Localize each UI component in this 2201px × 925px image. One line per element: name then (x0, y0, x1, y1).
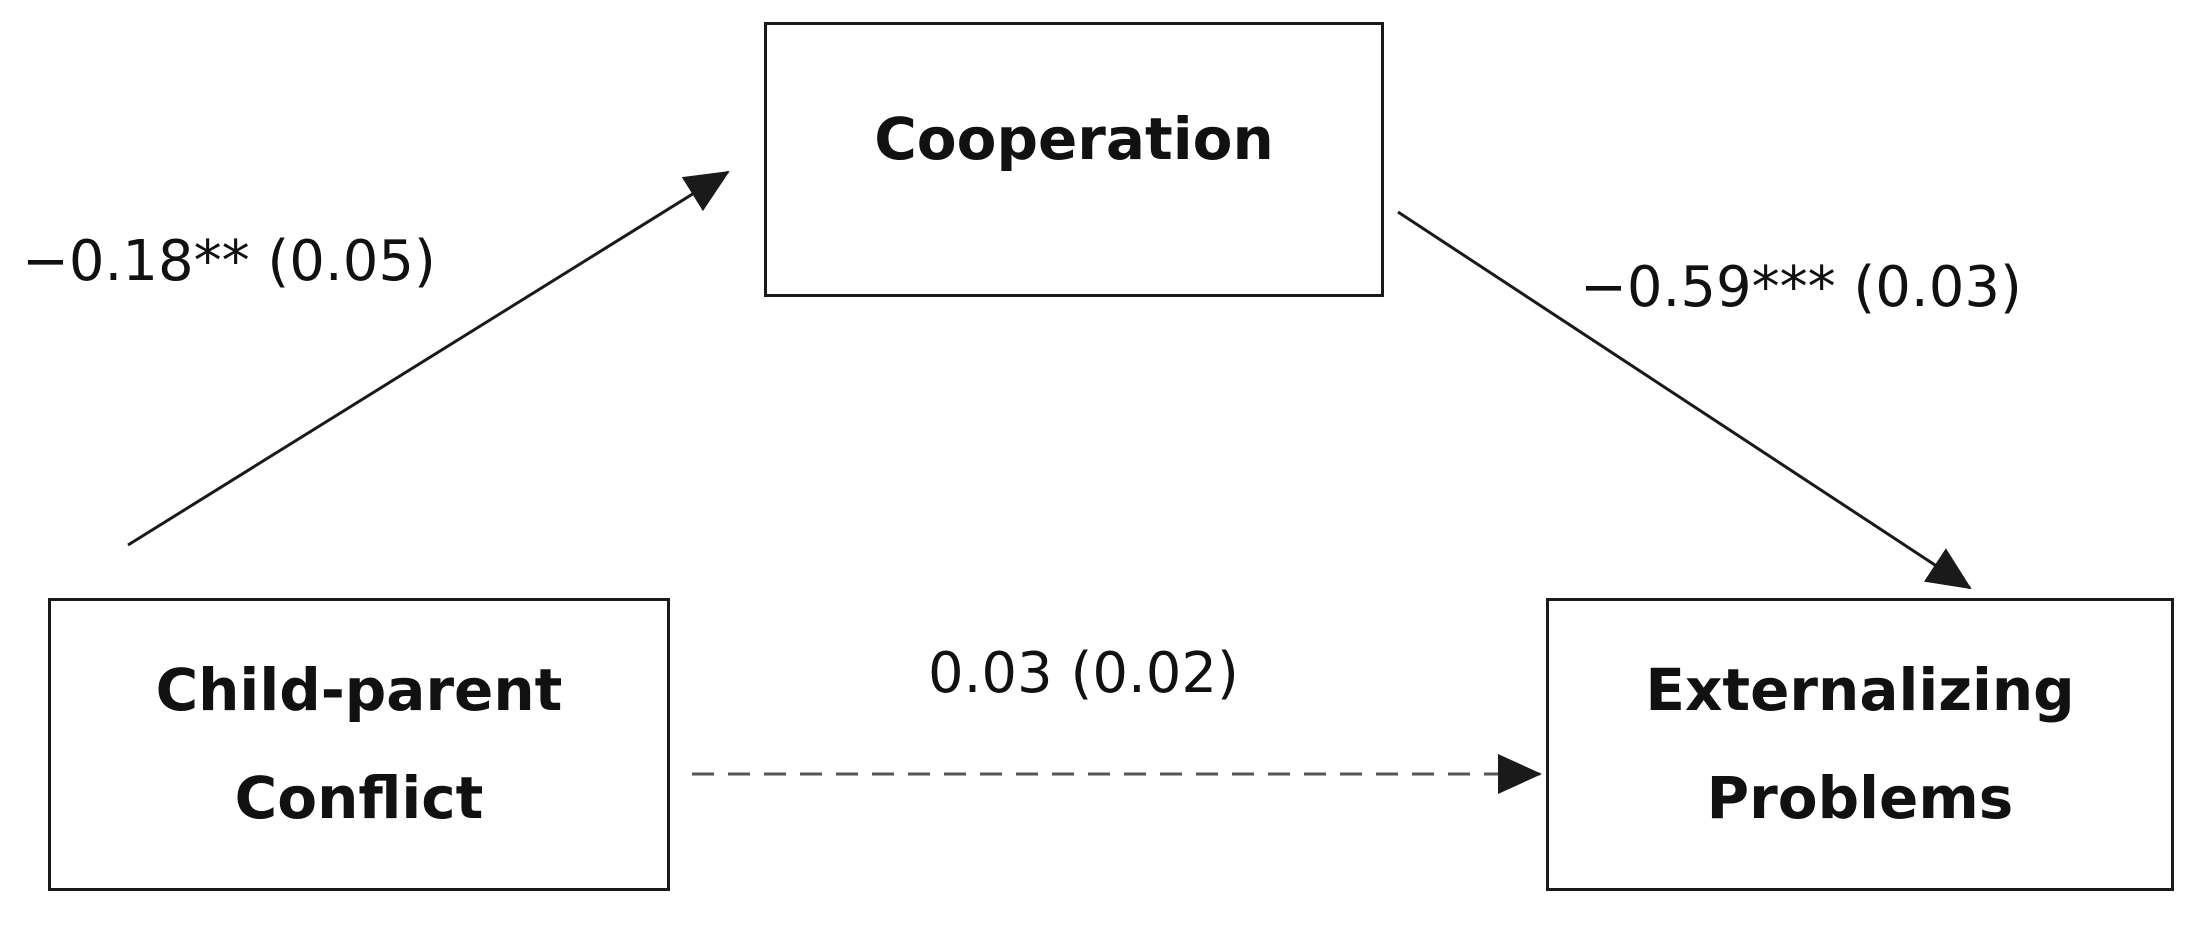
b-path-coefficient: −0.59*** (0.03) (1580, 255, 2022, 320)
predictor-box: Child-parent Conflict (48, 598, 670, 891)
outcome-box: Externalizing Problems (1546, 598, 2174, 891)
a-path-arrow (127, 170, 730, 547)
b-path-arrow (1397, 210, 1972, 590)
mediator-box: Cooperation (764, 22, 1384, 297)
outcome-label-line2: Problems (1706, 764, 2014, 832)
mediator-label: Cooperation (874, 105, 1274, 173)
direct-path-coefficient: 0.03 (0.02) (928, 641, 1239, 706)
a-path-coefficient: −0.18** (0.05) (22, 229, 436, 294)
predictor-label-line1: Child-parent (155, 656, 563, 724)
outcome-label-line1: Externalizing (1645, 656, 2075, 724)
predictor-label-line2: Conflict (234, 764, 484, 832)
